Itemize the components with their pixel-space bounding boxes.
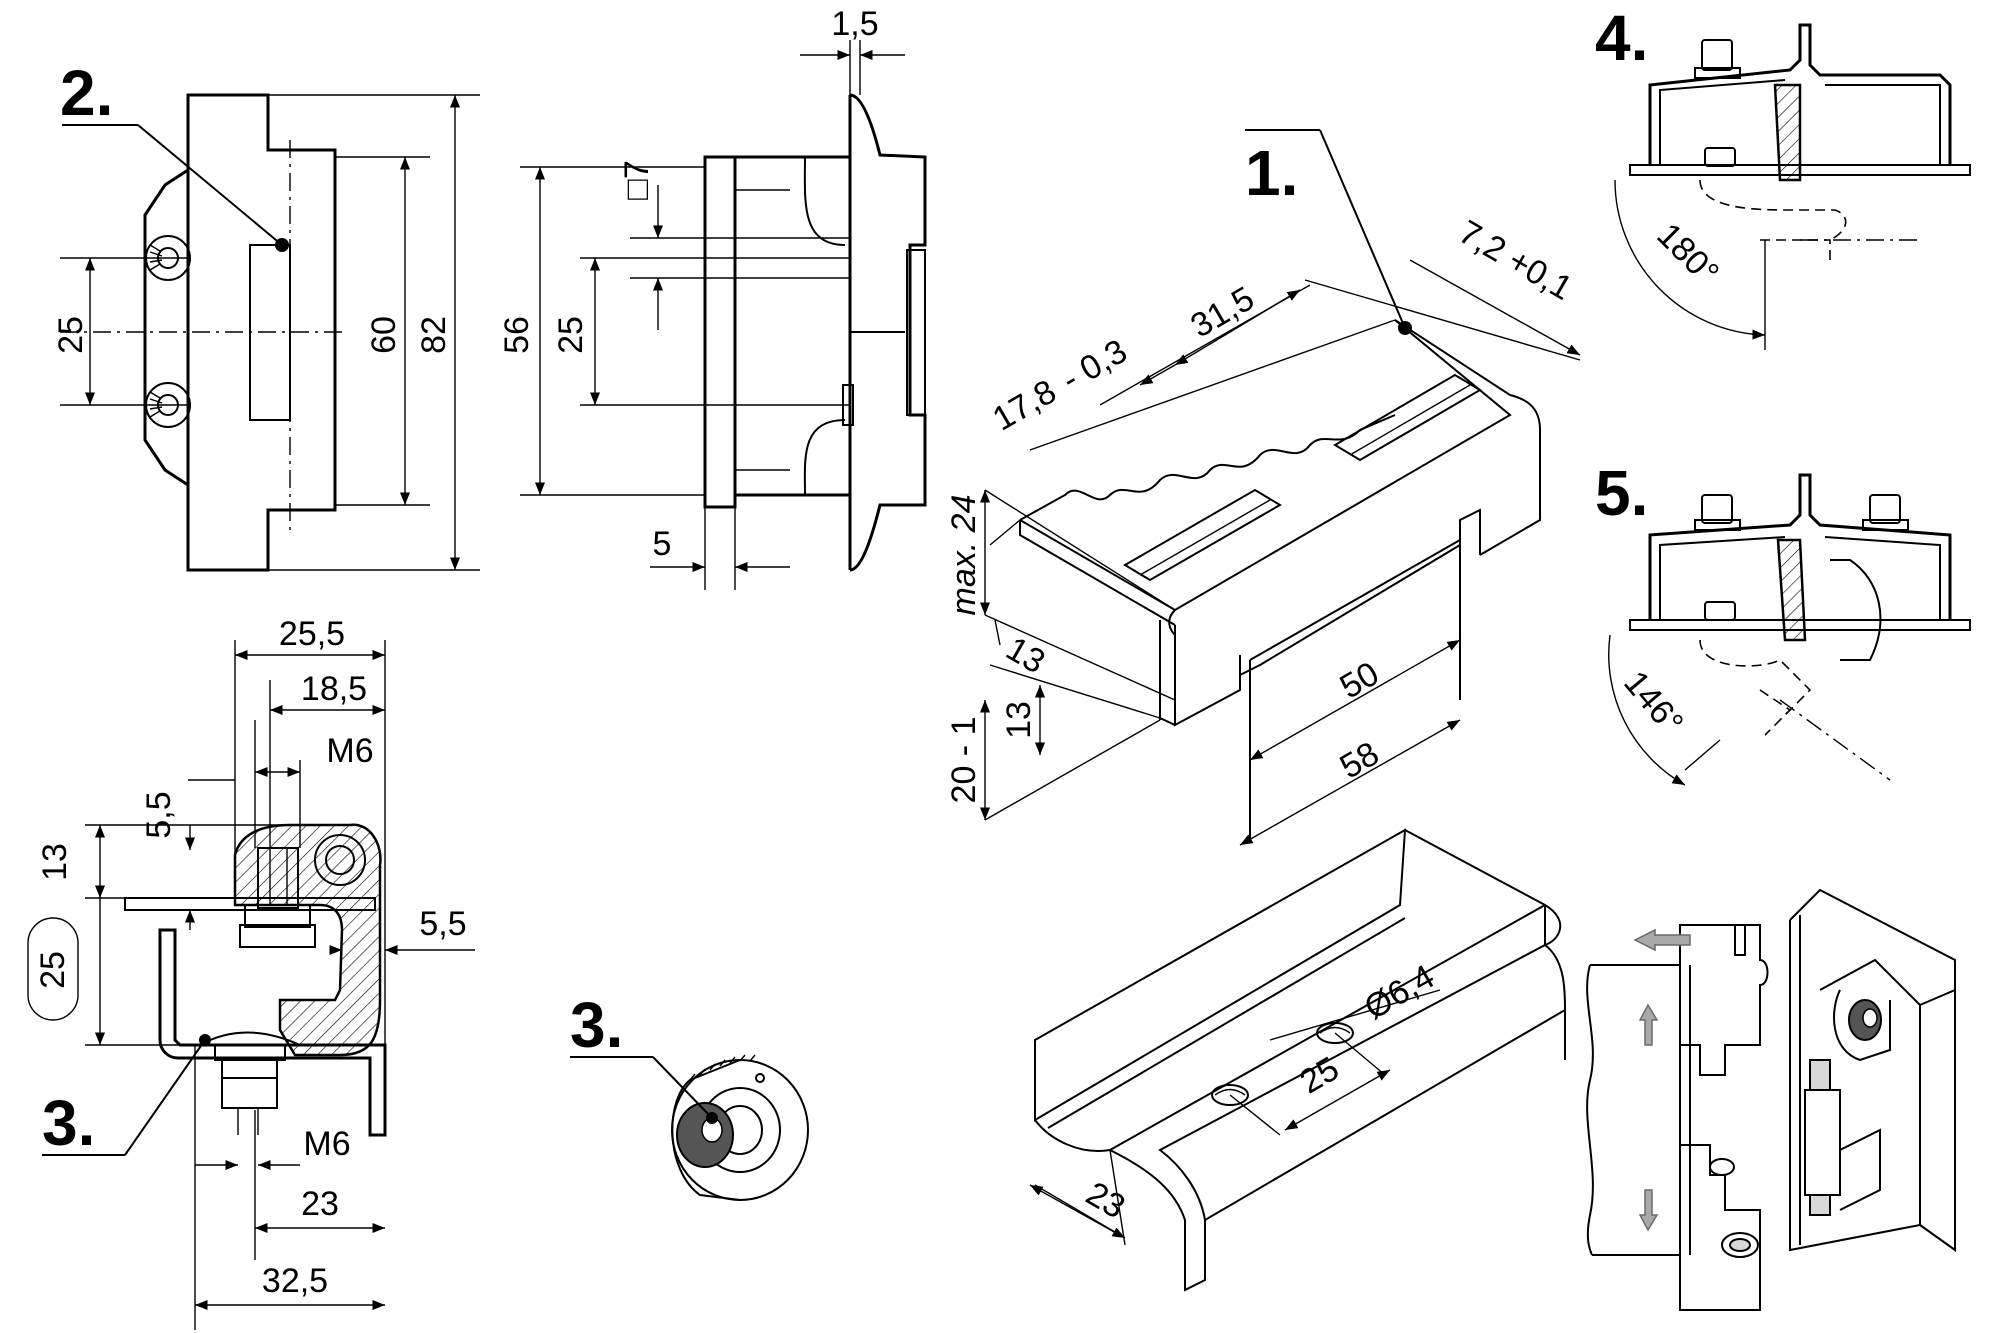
dim-iso-17-8: 17,8 — [986, 372, 1062, 438]
callout-4: 4. — [1595, 2, 1648, 74]
iso-bracket: Ø6,4 25 23 — [1029, 828, 1566, 1292]
dim-sec-m6-top: M6 — [326, 732, 373, 770]
dim-front-25: 25 — [52, 316, 90, 354]
opening-angle-180: 180° — [1614, 23, 1971, 350]
side-view: 56 25 □7 5 1,5 — [498, 5, 927, 590]
dim-sec-25-box: 25 — [34, 951, 72, 989]
dim-iso-25: 25 — [1294, 1050, 1346, 1102]
dim-side-sq7: □7 — [618, 160, 656, 199]
dim-sec-18-5: 18,5 — [301, 670, 367, 708]
dim-front-82: 82 — [415, 316, 453, 354]
dim-iso-58: 58 — [1334, 735, 1386, 787]
dim-iso-tol: - 0,3 — [1056, 332, 1134, 399]
knurled-nut-detail — [570, 1054, 809, 1201]
dim-front-60: 60 — [365, 316, 403, 354]
dim-iso-max24: max. 24 — [945, 495, 983, 616]
callout-1: 1. — [1245, 137, 1298, 209]
dim-iso-20: 20 - 1 — [945, 717, 983, 804]
callout-3-section: 3. — [42, 1087, 95, 1159]
callout-5: 5. — [1595, 457, 1648, 529]
section-view: 25 13 25,5 18,5 M6 5,5 5,5 M6 23 32,5 — [27, 615, 475, 1330]
callout-3-detail: 3. — [570, 989, 623, 1061]
mounting-sequence-detail — [1586, 888, 1956, 1311]
dim-iso-23: 23 — [1080, 1175, 1132, 1227]
angle-180: 180° — [1649, 216, 1726, 293]
dim-iso-50: 50 — [1334, 655, 1386, 707]
dim-iso-13-a: 13 — [1000, 630, 1052, 682]
dim-side-56: 56 — [498, 316, 536, 354]
dim-sec-13: 13 — [36, 843, 74, 881]
dim-sec-5-5-a: 5,5 — [140, 791, 178, 838]
angle-146: 146° — [1616, 664, 1690, 742]
opening-angle-146: 146° — [1608, 473, 1971, 786]
dim-iso-13-b: 13 — [1000, 701, 1038, 739]
dim-sec-32-5: 32,5 — [262, 1262, 328, 1300]
dim-iso-dia: Ø6,4 — [1358, 958, 1441, 1028]
dim-side-1-5: 1,5 — [831, 5, 878, 43]
dim-sec-m6-bot: M6 — [303, 1125, 350, 1163]
callout-2: 2. — [60, 57, 113, 129]
front-view: 25 60 82 — [52, 93, 480, 572]
dim-side-5: 5 — [653, 525, 672, 563]
dim-sec-23: 23 — [301, 1185, 339, 1223]
dim-sec-5-5-b: 5,5 — [419, 905, 466, 943]
dim-side-25: 25 — [552, 316, 590, 354]
iso-cutout-view: 31,5 17,8 - 0,3 7,2 +0,1 max. 24 13 13 2… — [945, 129, 1581, 846]
dim-sec-25-5: 25,5 — [279, 615, 345, 653]
